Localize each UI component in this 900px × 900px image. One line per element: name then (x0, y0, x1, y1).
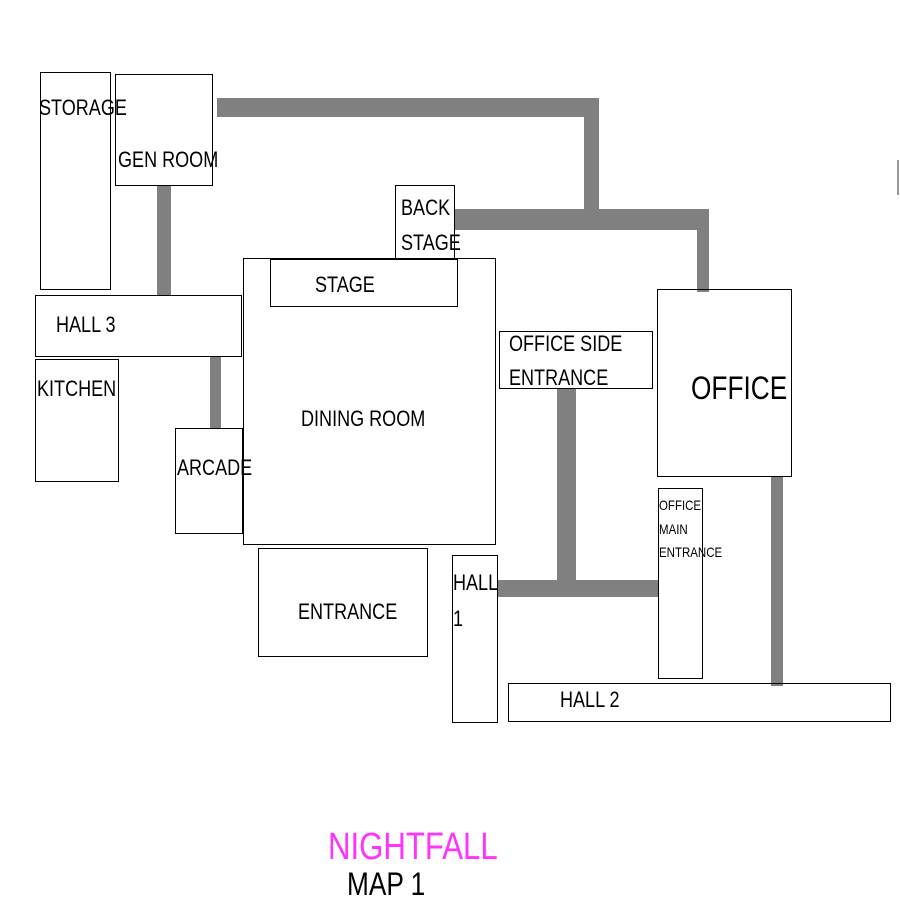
corridor-top-down (584, 98, 599, 210)
room-label: ENTRANCE (659, 544, 723, 560)
room-hall-1[interactable]: HALL 1 (452, 555, 498, 723)
room-kitchen[interactable]: KITCHEN (35, 359, 119, 482)
room-storage[interactable]: STORAGE (39, 72, 127, 290)
room-label: KITCHEN (37, 376, 117, 401)
room-gen-room[interactable]: GEN ROOM (115, 74, 218, 186)
room-label: BACK (401, 195, 451, 220)
map-title: NIGHTFALL (328, 826, 498, 868)
room-arcade[interactable]: ARCADE (175, 428, 252, 534)
room-label: ENTRANCE (509, 365, 609, 390)
room-label: HALL 3 (56, 312, 116, 337)
room-hall-3[interactable]: HALL 3 (35, 295, 242, 357)
room-dining-room[interactable]: DINING ROOM (243, 258, 496, 545)
room-label: MAIN (659, 521, 688, 537)
room-label: HALL (453, 570, 499, 595)
room-label: HALL 2 (560, 687, 620, 712)
edge-mark (897, 160, 899, 195)
room-back-stage[interactable]: BACK STAGE (395, 185, 461, 259)
corridor-office-hall2 (771, 476, 783, 686)
room-office-main-entrance[interactable]: OFFICE MAIN ENTRANCE (658, 488, 722, 679)
room-label: STORAGE (39, 95, 127, 120)
corridor-office-top (697, 228, 709, 292)
room-office[interactable]: OFFICE (657, 289, 792, 477)
room-label: STAGE (401, 230, 461, 255)
room-label: OFFICE SIDE (509, 331, 623, 356)
room-label: ARCADE (177, 455, 253, 480)
room-label: OFFICE (691, 370, 788, 406)
room-label: STAGE (315, 272, 375, 297)
room-label: 1 (453, 606, 464, 631)
map-subtitle: MAP 1 (347, 866, 426, 900)
corridor-hall1-main (497, 580, 658, 597)
corridor-backstage-office (455, 209, 709, 230)
room-office-side-entrance[interactable]: OFFICE SIDE ENTRANCE (499, 331, 653, 390)
room-label: ENTRANCE (298, 599, 398, 624)
corridor-gen-hall3 (157, 186, 171, 296)
corridor-side-entrance (557, 388, 576, 588)
room-label: GEN ROOM (118, 147, 219, 172)
corridor-top (217, 98, 599, 117)
corridor-hall3-arcade (210, 356, 221, 428)
room-hall-2[interactable]: HALL 2 (508, 683, 891, 722)
room-label: OFFICE (659, 497, 702, 513)
room-stage[interactable]: STAGE (270, 259, 458, 307)
room-label: DINING ROOM (301, 406, 426, 431)
room-entrance[interactable]: ENTRANCE (258, 548, 428, 657)
